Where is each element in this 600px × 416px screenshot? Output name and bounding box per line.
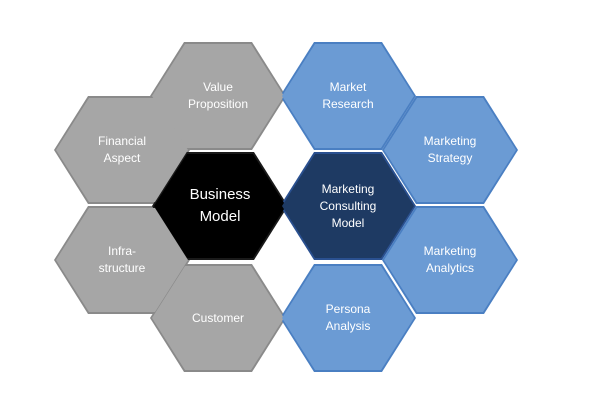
hexagon-market-research-label: Market Research <box>322 80 374 111</box>
hexagon-financial-aspect-label: Financial Aspect <box>97 134 147 165</box>
hexagon-infrastructure-label: Infra- structure <box>98 244 146 275</box>
hexagon-customer <box>152 266 284 370</box>
hexagon-marketing-analytics-label: Marketing Analytics <box>423 244 477 275</box>
hexagon-business-model-label: Business Model <box>189 186 251 225</box>
hexagon-value-proposition-label: Value Proposition <box>187 80 249 111</box>
hexagon-marketing-strategy-label: Marketing Strategy <box>423 134 477 165</box>
hexagon-marketing-consulting-model-label: Marketing Consulting Model <box>319 181 377 230</box>
hexagon-persona-analysis-label: Persona Analysis <box>325 302 371 333</box>
hexagon-persona-analysis <box>282 266 414 370</box>
hexagon-customer-label: Customer <box>191 310 244 325</box>
